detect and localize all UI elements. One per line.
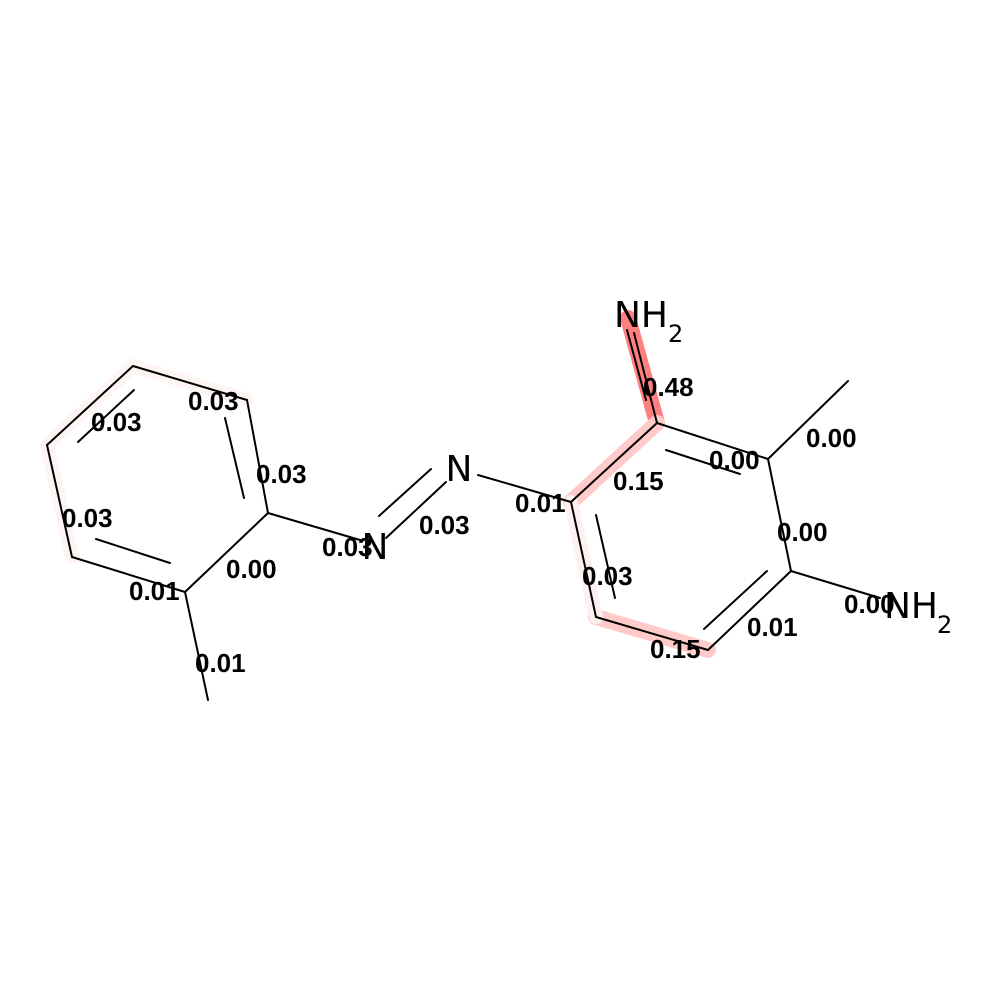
bond-ring1-a-inner (224, 417, 245, 499)
atom-nh2-top: NH (614, 295, 668, 336)
bond-ring1-f-inner (77, 389, 135, 443)
bond-ring2-f (570, 501, 597, 618)
bond-ring2-b (656, 422, 769, 460)
atom-layer: N N NH 2 NH 2 (362, 295, 953, 639)
weight-ring1-f: 0.00 (226, 554, 277, 584)
weight-ring2-c: 0.00 (777, 517, 828, 547)
bond-ring1-d-inner (95, 538, 171, 564)
bond-ring2-d-inner (703, 570, 768, 630)
weight-n-ring1: 0.03 (322, 532, 373, 562)
bond-ring2-c (767, 458, 792, 572)
weight-azo-double: 0.03 (419, 510, 470, 540)
weight-ring2-d: 0.01 (747, 612, 798, 642)
bond-ring1-b (246, 399, 269, 514)
atom-nh2-top-subscript: 2 (668, 320, 683, 348)
atom-n-azo-1: N (446, 449, 473, 490)
weight-me2-c: 0.00 (709, 445, 760, 475)
weight-ring1-b: 0.03 (91, 407, 142, 437)
bond-ring2-a (570, 422, 658, 503)
weight-ring2-b: 0.15 (650, 634, 701, 664)
bond-ring1-to-n (267, 512, 361, 541)
weight-layer: 0.48 0.15 0.15 0.00 0.00 0.00 0.01 0.00 … (62, 372, 895, 678)
bond-ring2-d (707, 570, 792, 651)
bond-ring2-b-inner (665, 449, 741, 475)
atom-n-azo-2: N (362, 527, 389, 568)
weight-ring1-a: 0.03 (188, 386, 239, 416)
weight-ring1-c: 0.03 (256, 459, 307, 489)
bond-methyl-2 (767, 380, 849, 460)
bond-nh2-right (790, 570, 881, 599)
weight-n-ring2: 0.01 (515, 488, 566, 518)
bond-ring2-e (595, 616, 709, 651)
bond-layer (46, 329, 881, 701)
atom-nh2-right-subscript: 2 (937, 611, 952, 639)
bond-ring1-d (71, 556, 186, 593)
weight-me1-bond: 0.01 (195, 648, 246, 678)
bond-methyl-1 (184, 591, 209, 701)
bond-ring1-c (184, 512, 269, 593)
weight-ring2-e: 0.03 (582, 561, 633, 591)
bond-nh2-top-inner (626, 329, 647, 401)
weight-nh2-right-bond: 0.00 (844, 589, 895, 619)
weight-ring1-e: 0.01 (129, 576, 180, 606)
bond-azo (385, 481, 447, 539)
bond-ring1-e (46, 444, 73, 558)
bond-ring1-a (132, 365, 248, 401)
bond-nh2-top (633, 332, 658, 424)
bond-ring2-f-inner (595, 514, 616, 599)
weight-me2-bond: 0.00 (806, 423, 857, 453)
weight-ring2-a: 0.15 (613, 466, 664, 496)
bond-azo-inner (378, 468, 432, 517)
weight-ring1-d: 0.03 (62, 503, 113, 533)
bond-ring1-f (46, 365, 134, 446)
atom-nh2-right: NH (884, 586, 938, 627)
weight-nh2-top-bond: 0.48 (643, 372, 694, 402)
bond-n-to-ring2 (477, 474, 572, 503)
